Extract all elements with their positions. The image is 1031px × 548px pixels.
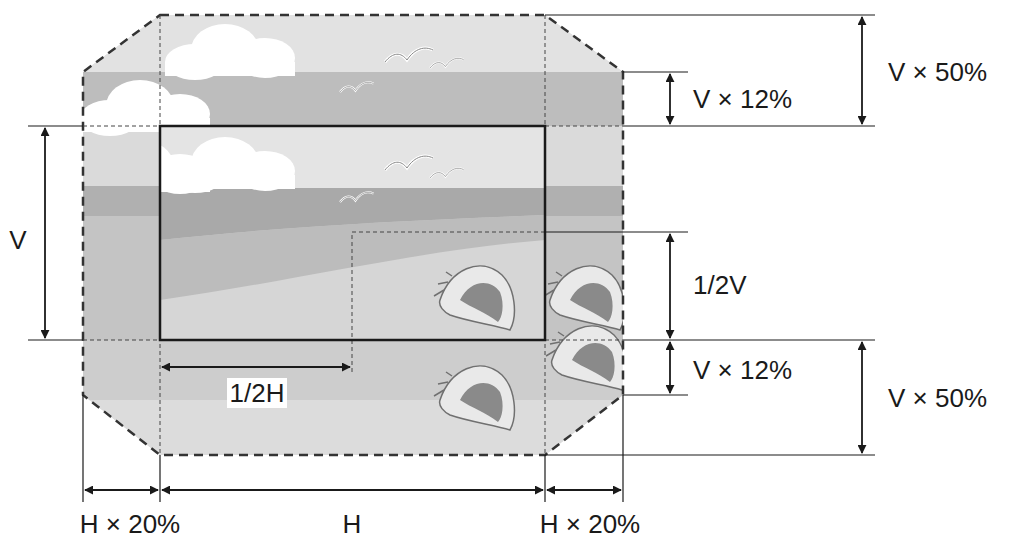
dimension-label: 1/2V [690,270,750,301]
dimension-label: V × 50% [885,383,990,414]
dimension-label: V × 50% [885,57,990,88]
dimension-label: V × 12% [690,84,795,115]
dimension-label: V [6,225,29,256]
dimension-label: H × 20% [77,509,183,540]
dimension-label: V × 12% [690,355,795,386]
dimension-label: 1/2H [227,378,288,409]
dimension-label: H × 20% [537,509,643,540]
dimension-label: H [340,509,365,540]
